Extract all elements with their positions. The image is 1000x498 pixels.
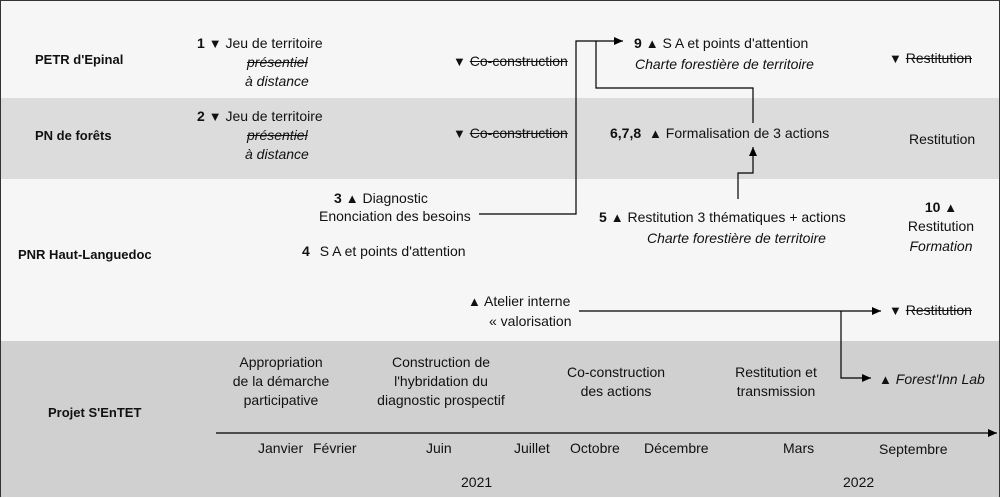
pnr-atelier-text: Atelier interne xyxy=(484,293,571,309)
up-triangle-icon: ▲ xyxy=(610,210,624,225)
phase-line: de la démarche xyxy=(232,373,330,389)
pnr-restitution3-line: 5 ▲ Restitution 3 thématiques + actions xyxy=(599,208,846,227)
step-number: 1 xyxy=(197,35,205,51)
step-number: 6,7,8 xyxy=(610,125,642,141)
down-triangle-icon: ▼ xyxy=(453,54,466,69)
step-number: 3 xyxy=(334,190,342,206)
row-label-petr: PETR d'Epinal xyxy=(35,52,124,67)
step-number: 5 xyxy=(599,209,607,225)
pnr-restitution3-text: Restitution 3 thématiques + actions xyxy=(627,209,846,225)
pnr-sa-text: S A et points d'attention xyxy=(319,243,466,259)
month-label: Décembre xyxy=(644,440,709,456)
month-label: Octobre xyxy=(570,440,620,456)
connector-to-forest-inn-lab xyxy=(840,311,871,382)
petr-distance: à distance xyxy=(245,73,309,89)
phase-line: l'hybridation du xyxy=(394,373,488,389)
forest-inn-lab-text: Forest'Inn Lab xyxy=(895,371,985,387)
pn-coconstruction-text: Co-construction xyxy=(469,125,568,141)
petr-coconstruction: ▼ Co-construction xyxy=(453,52,568,71)
pnr-restitution: ▼ Restitution xyxy=(889,301,972,320)
pnr-charte: Charte forestière de territoire xyxy=(647,230,826,246)
pn-formalisation: 6,7,8 ▲ Formalisation de 3 actions xyxy=(610,124,829,143)
up-triangle-icon: ▲ xyxy=(879,372,892,387)
band-pnr xyxy=(1,179,999,341)
phase-line: des actions xyxy=(580,383,652,399)
pnr-diagnostic-line: 3 ▲ Diagnostic xyxy=(334,189,428,208)
down-triangle-icon: ▼ xyxy=(889,51,902,66)
month-label: Septembre xyxy=(879,441,948,457)
phase-coconstruction: Co-construction des actions xyxy=(556,363,676,401)
step-number: 2 xyxy=(197,108,205,124)
connector-5-to-formalisation xyxy=(737,147,757,199)
year-label: 2022 xyxy=(843,474,875,490)
phase-construction: Construction de l'hybridation du diagnos… xyxy=(371,353,511,410)
pnr-valorisation: « valorisation xyxy=(489,313,572,329)
petr-jeu-text: Jeu de territoire xyxy=(225,35,323,51)
pnr-diagnostic-text: Diagnostic xyxy=(362,190,428,206)
month-label: Juin xyxy=(426,440,452,456)
year-label: 2021 xyxy=(461,474,493,490)
phase-line: Appropriation xyxy=(239,354,323,370)
up-triangle-icon: ▲ xyxy=(645,36,659,51)
down-triangle-icon: ▼ xyxy=(889,303,902,318)
pn-coconstruction: ▼ Co-construction xyxy=(453,124,568,143)
phase-restitution: Restitution et transmission xyxy=(716,363,836,401)
pn-distance: à distance xyxy=(245,146,309,162)
month-label: Juillet xyxy=(514,440,550,456)
month-label: Mars xyxy=(783,440,815,456)
pn-formalisation-text: Formalisation de 3 actions xyxy=(665,125,830,141)
pnr-formation: Formation xyxy=(909,238,973,254)
down-triangle-icon: ▼ xyxy=(208,109,222,124)
petr-presentiel: présentiel xyxy=(247,54,308,70)
pnr-restitution10-text: Restitution xyxy=(907,218,975,234)
pnr-restitution10-number: 10 ▲ xyxy=(891,198,991,217)
band-petr xyxy=(1,1,999,98)
phase-line: transmission xyxy=(736,383,816,399)
down-triangle-icon: ▼ xyxy=(453,126,466,141)
pnr-atelier-line: ▲ Atelier interne xyxy=(468,292,570,311)
step-number: 9 xyxy=(634,35,642,51)
forest-inn-lab: ▲ Forest'Inn Lab xyxy=(879,370,985,389)
step-number: 4 xyxy=(302,243,310,259)
pnr-besoins: Enonciation des besoins xyxy=(319,208,471,224)
band-projet xyxy=(1,341,999,497)
petr-charte: Charte forestière de territoire xyxy=(635,56,814,72)
phase-line: diagnostic prospectif xyxy=(377,392,505,408)
down-triangle-icon: ▼ xyxy=(208,36,222,51)
pnr-restitution-text: Restitution xyxy=(905,302,972,318)
up-triangle-icon: ▲ xyxy=(944,200,958,215)
pn-restitution: Restitution xyxy=(909,131,976,147)
row-label-pnr: PNR Haut-Languedoc xyxy=(18,247,152,262)
petr-restitution-text: Restitution xyxy=(905,50,972,66)
petr-jeu-line: 1 ▼ Jeu de territoire xyxy=(197,34,323,53)
up-triangle-icon: ▲ xyxy=(649,126,662,141)
phase-line: Construction de xyxy=(391,354,491,370)
band-pn xyxy=(1,98,999,179)
phase-line: Restitution et xyxy=(735,364,817,380)
phase-line: participative xyxy=(243,392,319,408)
pn-presentiel: présentiel xyxy=(247,127,308,143)
row-label-projet: Projet S'EnTET xyxy=(48,405,142,420)
step-number: 10 xyxy=(924,199,941,215)
pn-jeu-line: 2 ▼ Jeu de territoire xyxy=(197,107,323,126)
petr-sa-text: S A et points d'attention xyxy=(662,35,809,51)
up-triangle-icon: ▲ xyxy=(468,294,481,309)
petr-sa-line: 9 ▲ S A et points d'attention xyxy=(634,34,808,53)
petr-coconstruction-text: Co-construction xyxy=(469,53,568,69)
connector-diagnostic-to-9 xyxy=(479,37,623,215)
phase-line: Co-construction xyxy=(566,364,666,380)
phase-appropriation: Appropriation de la démarche participati… xyxy=(221,353,341,410)
pnr-sa-line: 4 S A et points d'attention xyxy=(302,242,466,261)
month-label: Janvier xyxy=(258,440,304,456)
row-label-pn: PN de forêts xyxy=(35,128,112,143)
petr-restitution: ▼ Restitution xyxy=(889,49,972,68)
pn-jeu-text: Jeu de territoire xyxy=(225,108,323,124)
connector-9-to-formalisation xyxy=(595,41,754,123)
month-label: Février xyxy=(313,440,357,456)
up-triangle-icon: ▲ xyxy=(345,191,359,206)
